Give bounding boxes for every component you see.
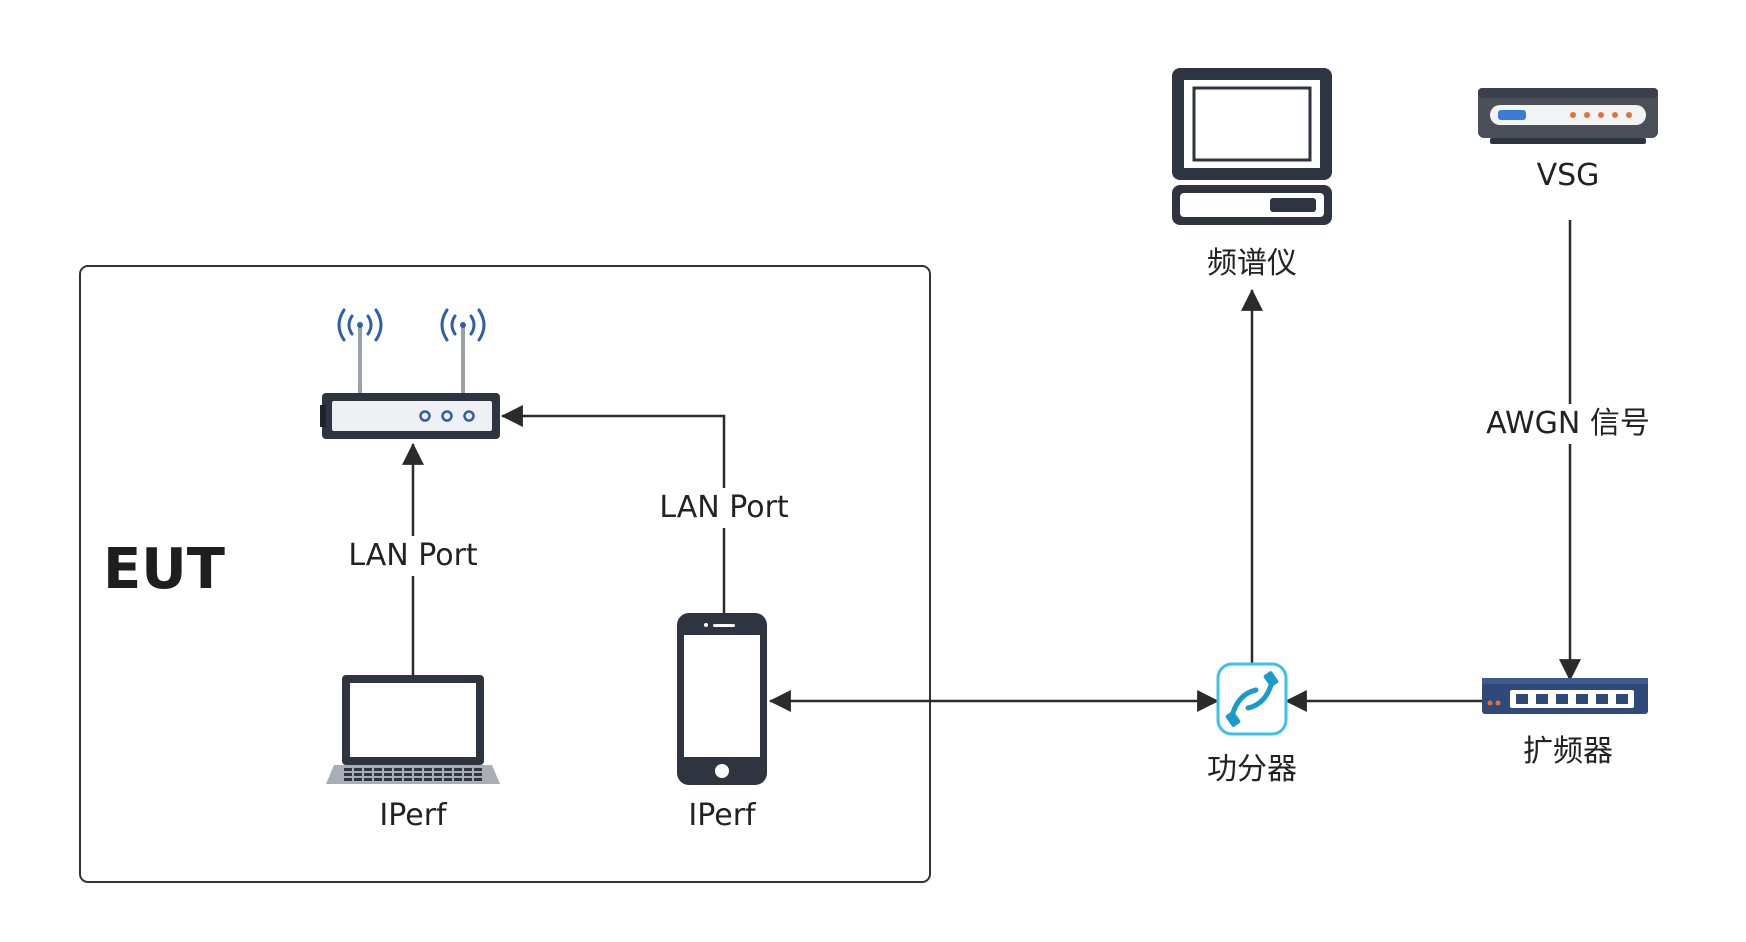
phone-icon (677, 613, 767, 785)
spectrum-analyzer-label: 频谱仪 (1205, 244, 1299, 284)
splitter-icon (1216, 662, 1288, 736)
eut-boundary (79, 265, 931, 883)
network-switch-icon (1482, 678, 1648, 714)
router-icon (320, 308, 500, 439)
signal-generator-icon (1478, 88, 1658, 144)
phone-iperf-label: IPerf (686, 796, 758, 836)
lan-port-label-right: LAN Port (657, 488, 791, 528)
link-phone-router (500, 405, 726, 616)
power-splitter-label: 功分器 (1205, 750, 1299, 790)
extender-label: 扩频器 (1521, 732, 1615, 772)
computer-terminal-icon (1172, 68, 1332, 225)
lan-port-label-left: LAN Port (346, 536, 480, 576)
vsg-label: VSG (1534, 156, 1602, 196)
laptop-icon (326, 675, 500, 784)
eut-label: EUT (103, 537, 225, 602)
laptop-iperf-label: IPerf (377, 796, 449, 836)
awgn-signal-label: AWGN 信号 (1484, 404, 1652, 444)
connections (402, 220, 1581, 712)
